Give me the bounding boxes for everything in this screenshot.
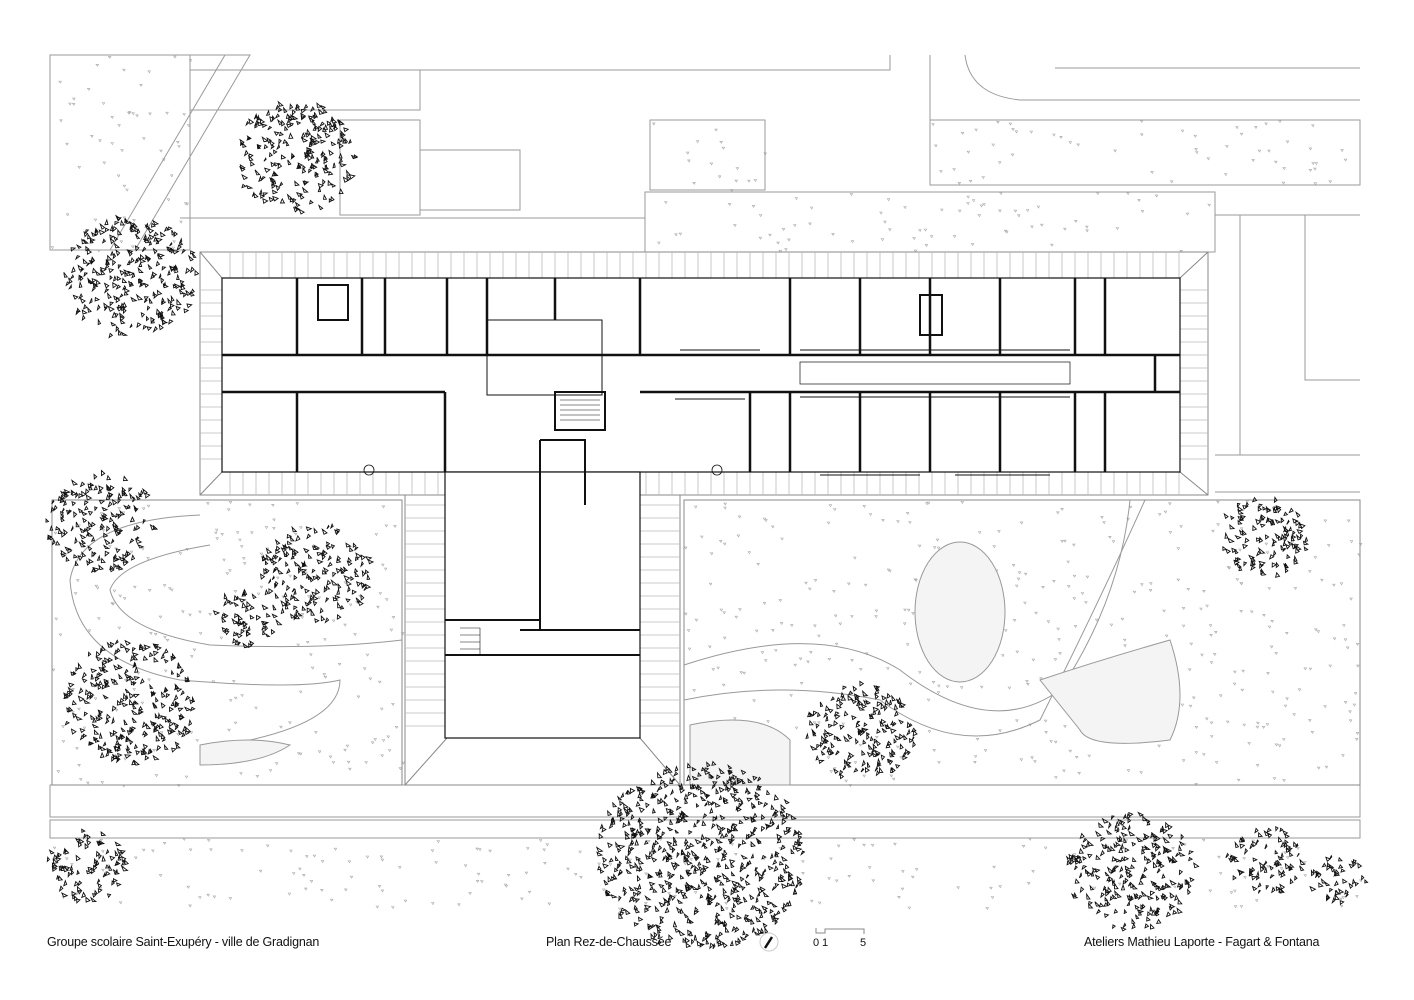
tree-canopy — [1225, 826, 1306, 894]
tree-canopy — [1309, 854, 1369, 906]
garden-paths — [69, 499, 1181, 786]
tree-canopy — [1065, 811, 1200, 932]
tree-canopy — [46, 828, 130, 904]
tree-canopy — [595, 760, 806, 950]
tree-canopy — [805, 680, 918, 780]
tree-canopy — [212, 588, 283, 649]
drawing-title: Plan Rez-de-Chaussée — [546, 935, 672, 949]
architects-credit: Ateliers Mathieu Laporte - Fagart & Font… — [1084, 935, 1320, 949]
scale-bar — [815, 928, 865, 934]
tree-canopy — [63, 214, 200, 339]
tree-canopy — [239, 100, 359, 215]
scale-label-0: 0 — [813, 937, 820, 949]
project-title: Groupe scolaire Saint-Exupéry - ville de… — [47, 935, 320, 949]
tree-canopy — [260, 523, 375, 624]
trees — [45, 100, 1369, 950]
scale-label-5: 5 — [860, 937, 867, 949]
site-context — [49, 54, 1361, 839]
tree-canopy — [1222, 496, 1310, 578]
tree-canopy — [63, 639, 196, 766]
scale-label-1: 1 — [822, 937, 829, 949]
building-walls — [221, 277, 1181, 739]
tree-canopy — [45, 469, 159, 574]
north-arrow-icon — [759, 932, 779, 952]
